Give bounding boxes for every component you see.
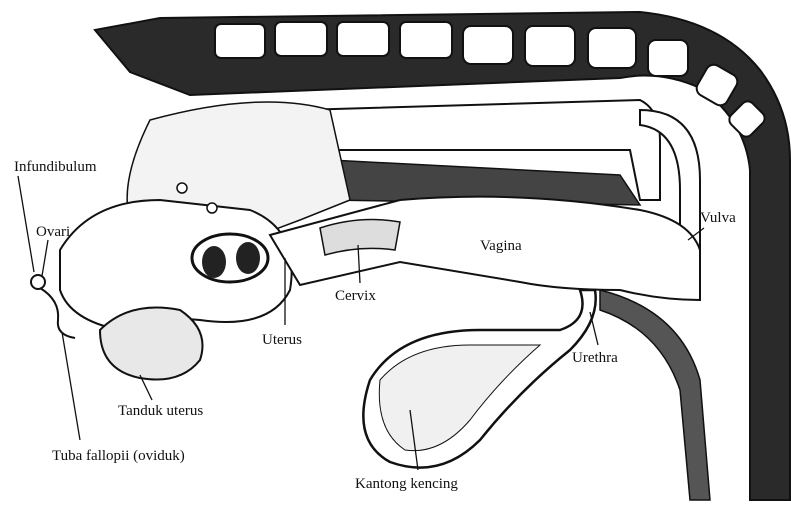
ventral-body-wall — [600, 290, 710, 500]
label-uterus: Uterus — [262, 332, 302, 348]
label-tanduk-uterus: Tanduk uterus — [118, 403, 203, 419]
label-infundibulum: Infundibulum — [14, 159, 97, 175]
leader-infundibulum — [18, 176, 34, 272]
uterine-horn — [100, 308, 203, 380]
label-vagina: Vagina — [480, 238, 522, 254]
label-urethra: Urethra — [572, 350, 618, 366]
label-ovari: Ovari — [36, 224, 70, 240]
label-tuba-fallopii: Tuba fallopii (oviduk) — [52, 448, 185, 464]
label-cervix: Cervix — [335, 288, 376, 304]
leader-ovari — [42, 240, 48, 276]
label-vulva: Vulva — [700, 210, 736, 226]
leader-tuba — [62, 332, 80, 440]
leader-urethra — [590, 312, 598, 345]
label-kantong-kencing: Kantong kencing — [355, 476, 458, 492]
